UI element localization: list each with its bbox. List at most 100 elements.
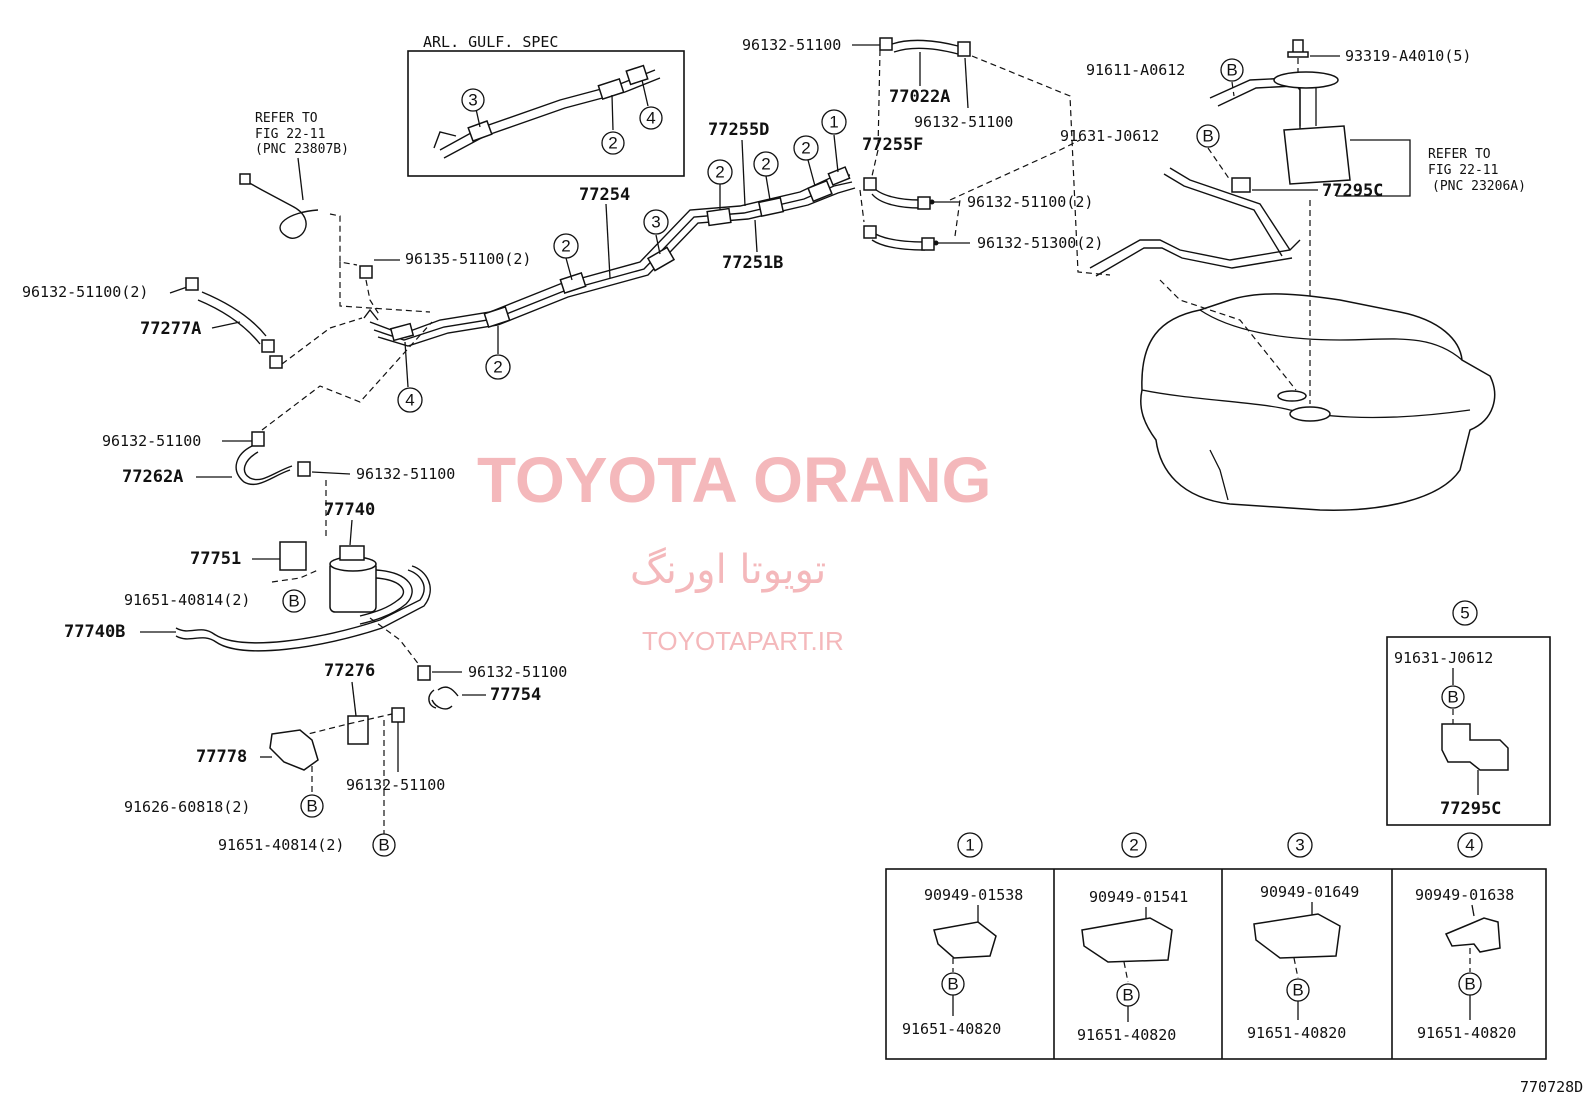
- hose-77255F-a: [871, 185, 921, 201]
- inset-marker-3: [461, 88, 485, 112]
- dash-to-tank-2: [954, 199, 961, 237]
- b-marker-60818: [300, 794, 324, 818]
- label-91651-40814-2a: 91651-40814(2): [124, 591, 250, 609]
- b-marker-40814b: [372, 833, 396, 857]
- label-77740B: 77740B: [64, 622, 125, 642]
- canister-hose-b: [359, 577, 404, 617]
- bolt-93319-washer: [1287, 51, 1309, 58]
- inset5-b-marker: [1441, 685, 1465, 709]
- inset-pipe-2: [443, 77, 661, 159]
- tank-pipe-a: [1089, 239, 1301, 269]
- hose-77754-a: [437, 686, 459, 697]
- run-clamp-3: [646, 246, 676, 272]
- clamp2-part: 90949-01541: [1089, 888, 1188, 906]
- refer-right-note: REFER TO FIG 22-11 (PNC 23206A): [1428, 147, 1526, 194]
- dash-77262A: [261, 321, 433, 431]
- clip-top-left: [879, 37, 893, 51]
- label-96132-51100-b: 96132-51100: [914, 113, 1013, 131]
- clamp2-marker: [1121, 832, 1147, 858]
- refer-left-leader: [297, 157, 304, 201]
- watermark-persian: تویوتا اورنگ: [630, 547, 826, 593]
- dot-96132-51300: [933, 240, 939, 246]
- refer-left-line3: (PNC 23807B): [255, 142, 349, 157]
- refer-left-clip: [239, 173, 251, 185]
- fuel-tank: [1089, 77, 1496, 511]
- clamp2-dash: [1123, 961, 1129, 983]
- marker-2d: [753, 151, 779, 177]
- clamp3-dash: [1293, 957, 1299, 979]
- run-clamp-2b: [559, 271, 587, 295]
- clamp3-marker-text: 3: [1295, 836, 1304, 855]
- lower-group: 96132-51100 77754 77276 96132-51100 7777…: [124, 661, 567, 857]
- label-77254: 77254: [579, 185, 630, 205]
- marker-2d-text: 2: [761, 155, 770, 174]
- leader-2d: [765, 175, 771, 201]
- run-clamp-2d: [757, 196, 785, 218]
- dash-91631: [1207, 147, 1231, 181]
- inset-leader-2: [611, 94, 614, 131]
- clip-77754-top: [417, 665, 431, 681]
- clamp4-shape: [1444, 917, 1501, 953]
- bracket-77751: [279, 541, 307, 571]
- hose-51300-a: [871, 231, 926, 243]
- run-clamp-2a: [483, 305, 511, 329]
- label-91611-A0612: 91611-A0612: [1086, 61, 1185, 79]
- inset5-part-label: 77295C: [1440, 799, 1501, 819]
- leader-77276: [351, 681, 357, 717]
- label-77022A: 77022A: [889, 87, 950, 107]
- marker-4-run-text: 4: [405, 391, 414, 410]
- refer-left-hose: [243, 179, 319, 239]
- clamp1-part: 90949-01538: [924, 886, 1023, 904]
- inset5-marker: [1452, 600, 1478, 626]
- clamp-table: 1 90949-01538 B 91651-40820 2 90949-0154…: [885, 832, 1547, 1060]
- clamp-table-frame: [885, 868, 1547, 1060]
- hose-77277A-a: [201, 291, 267, 337]
- dot-96132-2a: [929, 199, 935, 205]
- dash-91611: [1231, 81, 1235, 97]
- part-77276: [347, 715, 369, 745]
- refer-right-line2: FIG 22-11: [1428, 163, 1498, 178]
- marker-1-run-text: 1: [829, 113, 838, 132]
- clip-77255F-r: [917, 196, 931, 210]
- tank-pipe-b: [1095, 247, 1293, 277]
- label-96132-51100-c: 96132-51100: [102, 432, 201, 450]
- leader-3: [655, 234, 661, 255]
- clamp4-bolt: 91651-40820: [1417, 1024, 1516, 1042]
- clip-51300-r: [921, 237, 935, 251]
- clamp2-marker-text: 2: [1129, 836, 1138, 855]
- hose-77262A-a: [235, 445, 291, 486]
- leader-4: [404, 341, 409, 388]
- inset-pipe-end: [433, 131, 457, 149]
- dash-77277A: [281, 317, 363, 365]
- marker-2b-text: 2: [561, 237, 570, 256]
- refer-right-line3: (PNC 23206A): [1432, 179, 1526, 194]
- run-clamp-4: [389, 322, 415, 342]
- b-marker-40814b-text: B: [378, 836, 389, 855]
- tank-top-ridge: [1199, 309, 1463, 361]
- clamp2-b-text: B: [1122, 986, 1133, 1005]
- tank-pipe-d: [1163, 173, 1283, 257]
- tank-dash-1: [1159, 279, 1297, 391]
- inset-marker-2-text: 2: [608, 134, 617, 153]
- tank-opening: [1289, 406, 1331, 422]
- clamp3-bolt: 91651-40820: [1247, 1024, 1346, 1042]
- label-77276: 77276: [324, 661, 375, 681]
- bracket-77778: [269, 729, 319, 771]
- clamp4-b-text: B: [1464, 975, 1475, 994]
- pump-refer-bracket: [1336, 139, 1411, 197]
- clamp4-leader: [1471, 904, 1475, 917]
- canister-group: 77740 77751 91651-40814(2) B 77740B: [64, 480, 431, 667]
- marker-2b: [553, 233, 579, 259]
- leader-77254: [605, 203, 611, 279]
- clip-77277A-bot: [269, 355, 283, 369]
- clamp4-part: 90949-01638: [1415, 886, 1514, 904]
- run-markers: 4 2 2 3 2 2 2 1 77254 77255D 77251B: [397, 109, 847, 413]
- inset-clamp-3: [467, 120, 493, 142]
- label-96132-51300-2: 96132-51300(2): [977, 234, 1103, 252]
- clamp1-shape: [933, 921, 997, 959]
- hose-77022A-b: [893, 47, 959, 55]
- run-clamp-2e: [807, 179, 833, 203]
- b-marker-60818-text: B: [306, 797, 317, 816]
- marker-1-run: [821, 109, 847, 135]
- dash-lower-horz: [299, 713, 393, 737]
